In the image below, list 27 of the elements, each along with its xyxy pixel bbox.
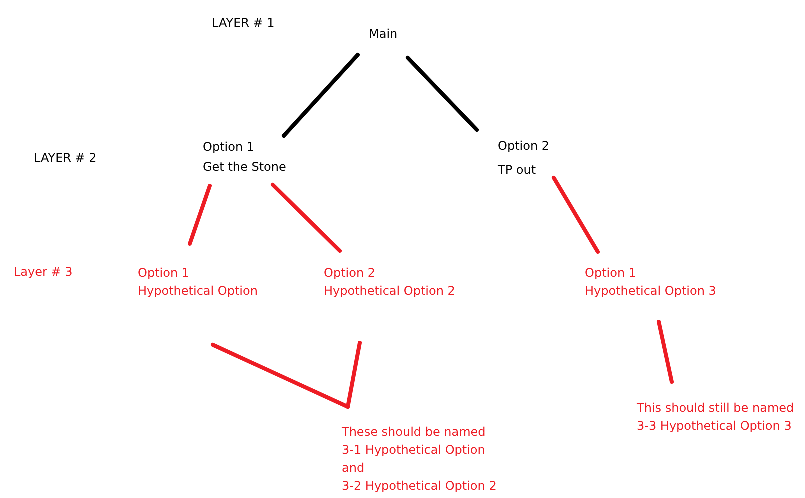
node-text: 3-3 Hypothetical Option 3 <box>637 418 793 435</box>
layer-label: Layer # 3 <box>14 265 73 279</box>
node-text: Hypothetical Option <box>138 283 258 300</box>
node-text: Get the Stone <box>203 159 286 176</box>
node-text: Option 1 <box>138 265 190 282</box>
node-text: and <box>342 460 366 477</box>
connector-line <box>271 183 342 253</box>
connector-line <box>406 56 479 132</box>
connector-line <box>282 53 360 138</box>
connector-line <box>188 184 212 246</box>
node-text: TP out <box>498 162 538 179</box>
layer-label: LAYER # 2 <box>34 151 97 165</box>
node-text: 3-1 Hypothetical Option <box>342 442 486 459</box>
connector-line <box>552 176 600 254</box>
node-text: Hypothetical Option 3 <box>585 283 716 300</box>
node-text: Option 2 <box>324 265 376 282</box>
node-text: Option 2 <box>498 138 550 155</box>
node-text: Hypothetical Option 2 <box>324 283 456 300</box>
node-text: 3-2 Hypothetical Option 2 <box>342 478 497 495</box>
node-text: Option 1 <box>585 265 638 282</box>
node-text: These should be named <box>342 424 487 441</box>
node-text: This should still be named <box>637 400 794 417</box>
layer-label: LAYER # 1 <box>212 16 275 30</box>
connector-line <box>346 341 362 409</box>
connector-line <box>657 320 674 384</box>
node-text: Main <box>369 26 398 43</box>
node-text: Option 1 <box>203 139 256 156</box>
